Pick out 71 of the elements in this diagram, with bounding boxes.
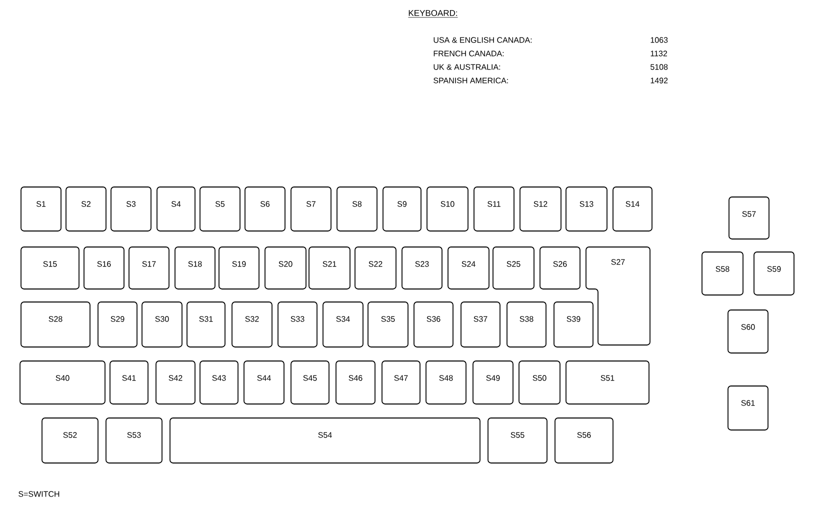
key: S40	[20, 360, 106, 404]
keyboard-number: 1132	[650, 50, 667, 56]
key: S1	[20, 186, 62, 232]
key: S59	[754, 252, 794, 296]
key: S48	[426, 360, 466, 404]
key: S31	[186, 302, 226, 348]
key: S16	[84, 246, 124, 290]
key: S50	[518, 360, 560, 404]
key: S51	[566, 360, 650, 404]
key: S47	[382, 360, 420, 404]
key: S46	[336, 360, 376, 404]
key: S53	[106, 418, 162, 464]
key: S17	[128, 246, 170, 290]
key: S60	[728, 310, 768, 354]
key: S37	[460, 302, 500, 348]
key: S36	[414, 302, 454, 348]
key: S61	[728, 386, 768, 430]
keyboard-number: 5108	[650, 64, 668, 70]
region-name: SPANISH AMERICA:	[434, 78, 508, 84]
key: S28	[20, 302, 90, 348]
key: S2	[66, 186, 106, 232]
key: S34	[322, 302, 364, 348]
key: S6	[244, 186, 286, 232]
key: S42	[156, 360, 196, 404]
key: S27	[586, 246, 650, 346]
key: S7	[290, 186, 332, 232]
key: S24	[448, 246, 490, 290]
region-name: UK & AUSTRALIA:	[434, 64, 500, 70]
key: S10	[426, 186, 468, 232]
key: S35	[368, 302, 408, 348]
key: S21	[308, 246, 350, 290]
note: S=SWITCH	[18, 491, 60, 497]
key: S25	[492, 246, 534, 290]
key: S38	[506, 302, 546, 348]
key: S22	[354, 246, 396, 290]
key: S5	[200, 186, 240, 232]
key: S55	[488, 418, 548, 464]
key: S57	[728, 196, 770, 240]
key: S13	[566, 186, 608, 232]
key: S19	[218, 246, 260, 290]
key: S45	[290, 360, 330, 404]
key: S15	[20, 246, 80, 290]
keyboard-number: 1492	[650, 78, 668, 84]
key: S30	[142, 302, 182, 348]
key: S26	[540, 246, 580, 290]
key: S56	[554, 418, 614, 464]
key: S44	[244, 360, 284, 404]
key: S43	[200, 360, 238, 404]
key: S4	[156, 186, 196, 232]
region-name: FRENCH CANADA:	[434, 50, 504, 56]
key: S18	[174, 246, 216, 290]
key: S54	[170, 418, 480, 464]
key: S23	[402, 246, 442, 290]
key: S41	[110, 360, 148, 404]
key: S8	[336, 186, 378, 232]
key: S39	[554, 302, 594, 348]
heading: KEYBOARD:	[408, 10, 458, 18]
key: S14	[612, 186, 652, 232]
key: S52	[42, 418, 98, 464]
key: S11	[474, 186, 514, 232]
region-name: USA & ENGLISH CANADA:	[434, 37, 532, 43]
key: S9	[382, 186, 422, 232]
key: S33	[278, 302, 318, 348]
key: S58	[702, 252, 744, 296]
key: S20	[264, 246, 306, 290]
key: S12	[520, 186, 562, 232]
keyboard-number: 1063	[650, 37, 668, 43]
key: S29	[98, 302, 138, 348]
key: S3	[110, 186, 152, 232]
key: S32	[232, 302, 272, 348]
key: S49	[472, 360, 514, 404]
